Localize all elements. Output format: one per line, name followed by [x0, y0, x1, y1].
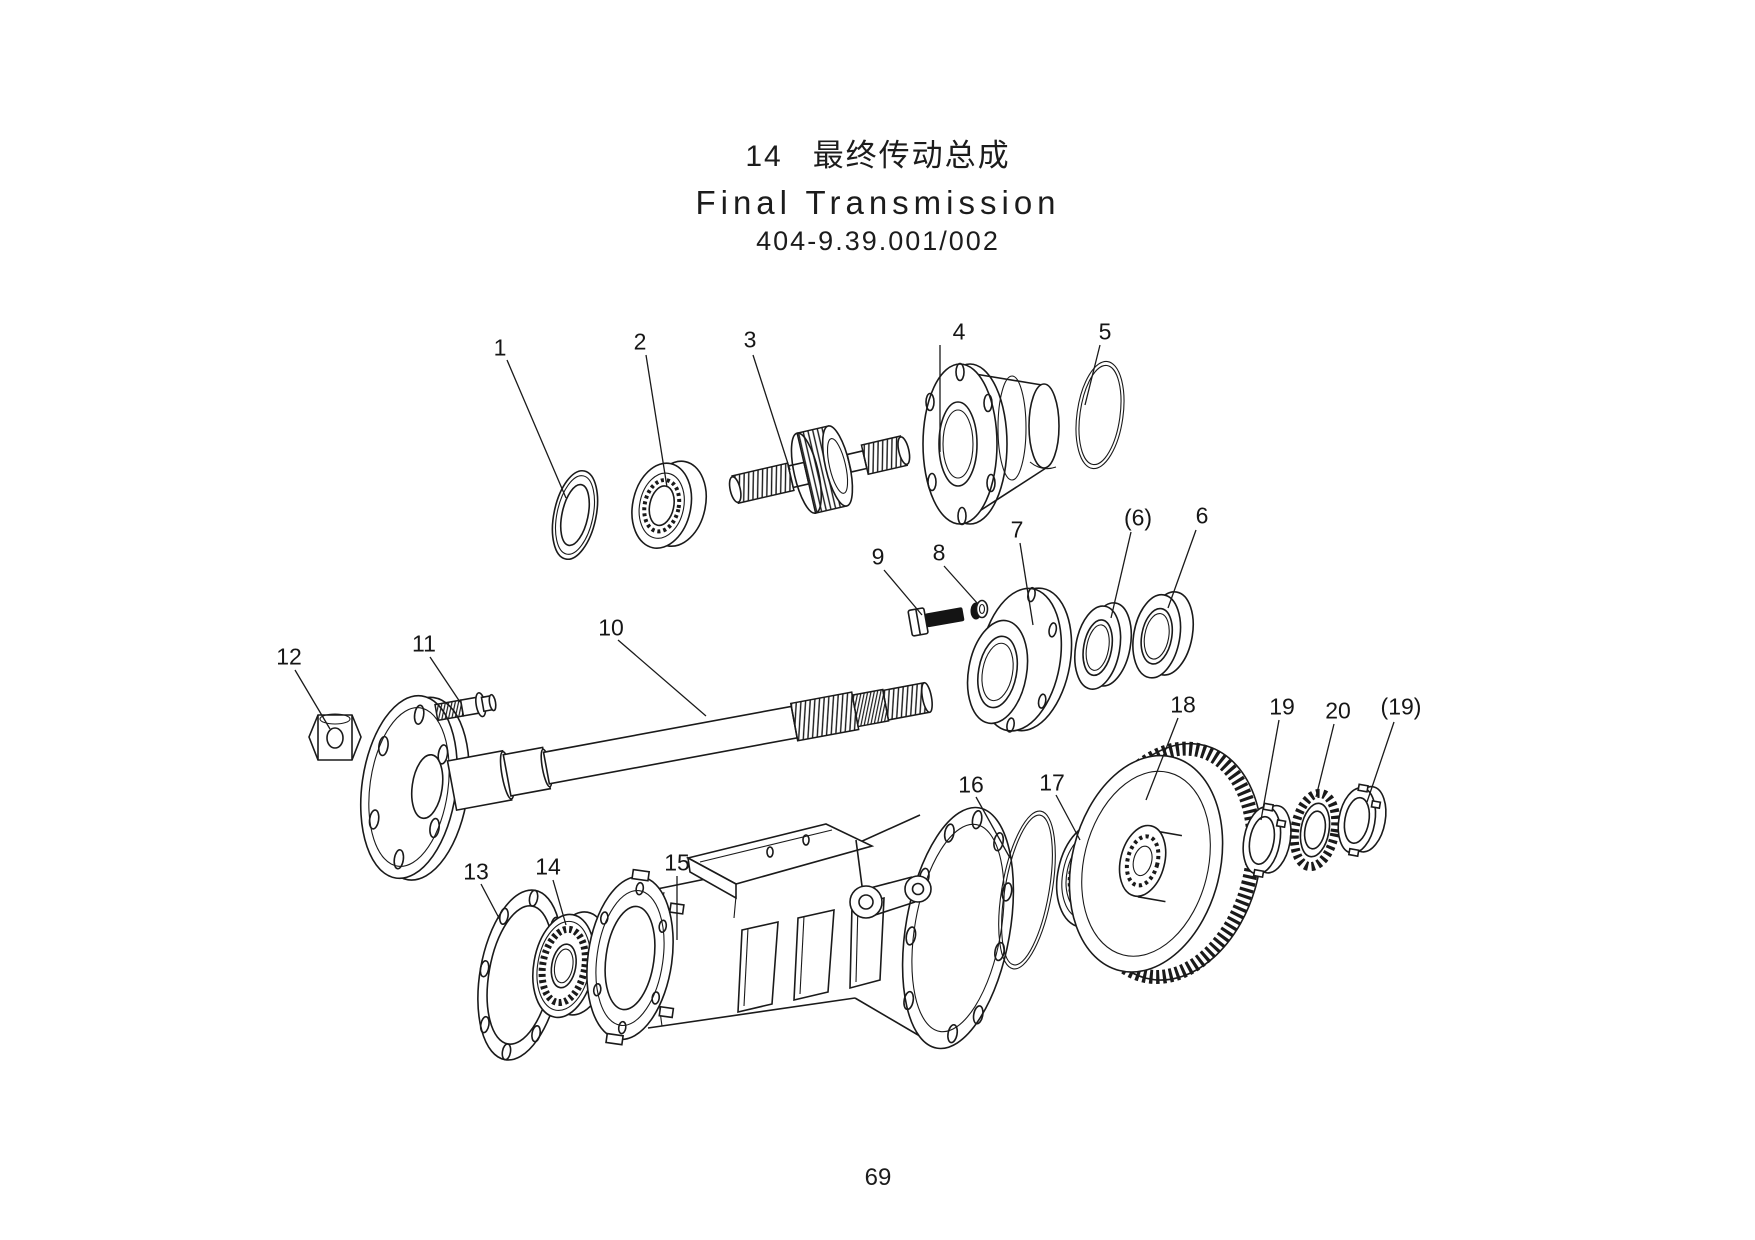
slotted-nut-2 [1337, 783, 1387, 858]
callout-12: 12 [276, 643, 302, 670]
slotted-nut [1242, 802, 1292, 879]
stud-bolt [434, 692, 497, 722]
hex-bolt [907, 607, 965, 637]
callout-20: 20 [1325, 697, 1351, 724]
callout-3: 3 [743, 326, 757, 353]
hub-flange [922, 362, 1060, 526]
callout-1: 1 [493, 334, 507, 361]
ball-bearing [631, 460, 707, 549]
o-ring [998, 810, 1056, 970]
bearing-hub [966, 586, 1073, 733]
callout-9: 9 [871, 543, 885, 570]
spacer-ring [551, 469, 599, 561]
taper-bearing [532, 911, 611, 1019]
callout-19-ref: (19) [1380, 693, 1422, 720]
section-number: 14 [745, 140, 783, 173]
callout-18: 18 [1170, 691, 1196, 718]
star-lock-washer [1289, 788, 1341, 872]
callout-6-ref: (6) [1123, 504, 1153, 531]
title-line-zh: 14 最终传动总成 [478, 130, 1278, 175]
callout-16: 16 [958, 771, 984, 798]
oil-seal-inner [1074, 602, 1133, 690]
callout-4: 4 [952, 318, 966, 345]
callout-15: 15 [664, 849, 690, 876]
callout-13: 13 [463, 858, 489, 885]
final-drive-housing [586, 806, 1015, 1050]
title-chinese: 最终传动总成 [812, 138, 1011, 173]
small-nut [970, 599, 989, 620]
callout-14: 14 [535, 853, 561, 880]
final-drive-gear [1068, 741, 1263, 985]
snap-ring [1075, 360, 1125, 470]
callout-8: 8 [932, 539, 946, 566]
callout-11: 11 [412, 630, 436, 657]
callout-2: 2 [633, 328, 647, 355]
page-header: 14 最终传动总成 Final Transmission 404-9.39.00… [478, 130, 1278, 257]
callout-10: 10 [598, 614, 624, 641]
callout-7: 7 [1010, 516, 1024, 543]
callout-19: 19 [1269, 693, 1295, 720]
leader-lines [294, 344, 1395, 940]
axle-shaft [359, 681, 933, 881]
drawing-number: 404-9.39.001/002 [756, 226, 1000, 256]
oil-seal-outer [1132, 591, 1194, 679]
title-english: Final Transmission [695, 184, 1061, 221]
hex-nut [308, 713, 362, 761]
page-number: 69 [864, 1164, 892, 1191]
callout-5: 5 [1098, 318, 1112, 345]
callout-17: 17 [1039, 769, 1065, 796]
gear-shaft [728, 425, 911, 514]
callout-6: 6 [1195, 502, 1209, 529]
